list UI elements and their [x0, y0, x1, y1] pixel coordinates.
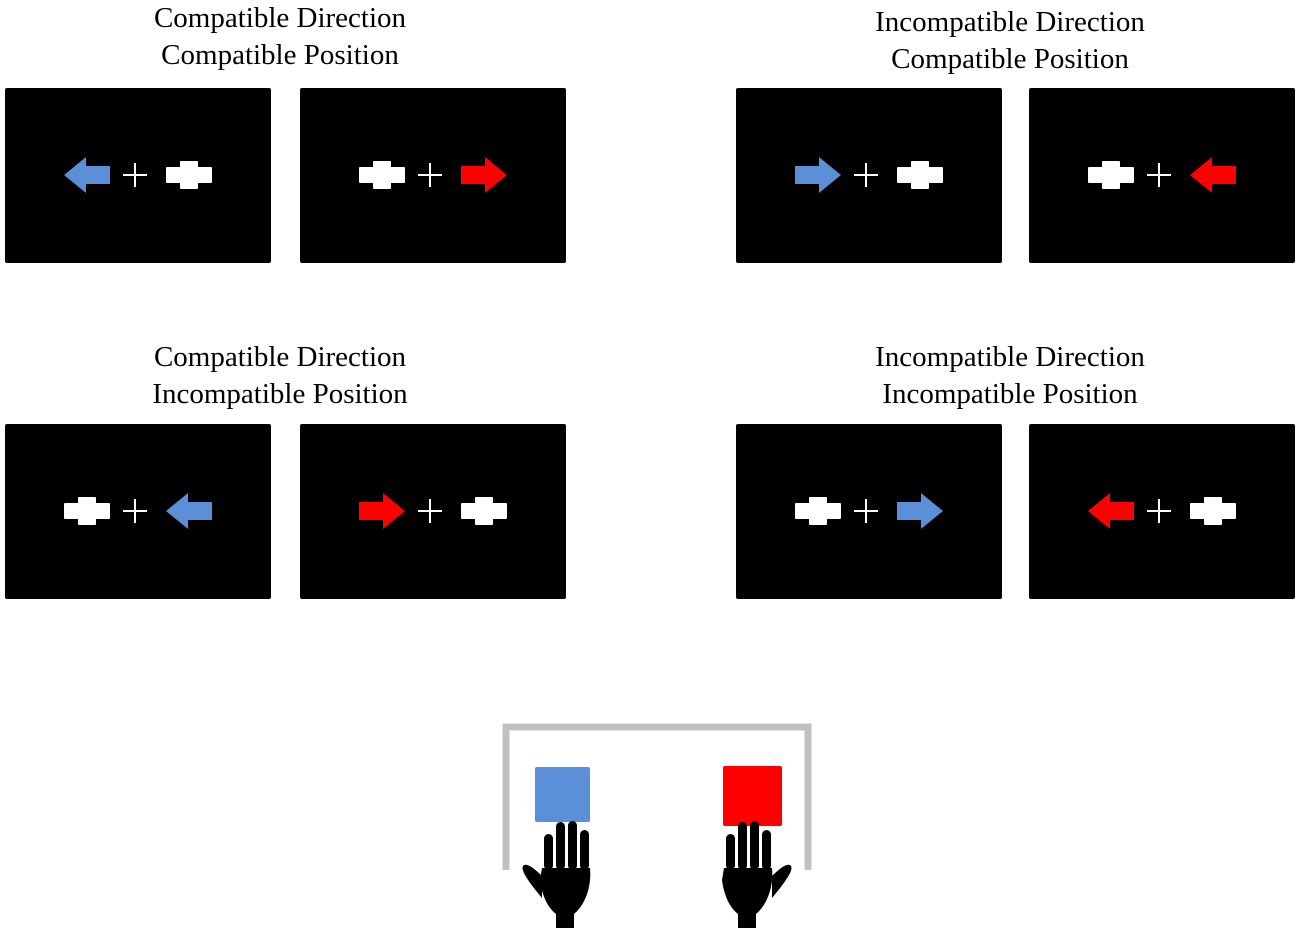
neutral-cross-stimulus [1088, 161, 1134, 189]
response-key-right[interactable] [723, 766, 782, 826]
response-key-left[interactable] [535, 767, 590, 822]
fixation-cross-icon [418, 163, 442, 187]
title-line-position: Incompatible Position [152, 378, 408, 410]
arrow-right-icon [359, 493, 405, 529]
title-line-direction: Incompatible Direction [875, 6, 1145, 38]
fixation-cross-icon [123, 163, 147, 187]
neutral-cross-stimulus [166, 161, 212, 189]
title-line-position: Compatible Position [891, 43, 1129, 75]
title-line-position: Compatible Position [161, 39, 399, 71]
arrow-left-icon [1190, 157, 1236, 193]
title-line-direction: Incompatible Direction [875, 341, 1145, 373]
arrow-right-icon [897, 493, 943, 529]
arrow-left-icon [1088, 493, 1134, 529]
condition-title-id-ip: Incompatible Direction Incompatible Posi… [770, 339, 1250, 413]
stimulus-screen [300, 88, 566, 263]
stimulus-screen [5, 424, 271, 599]
stimulus-screen [1029, 424, 1295, 599]
title-line-direction: Compatible Direction [153, 341, 407, 373]
fixation-cross-icon [123, 499, 147, 523]
neutral-cross-stimulus [795, 497, 841, 525]
condition-title-id-cp: Incompatible Direction Compatible Positi… [770, 4, 1250, 78]
neutral-cross-stimulus [897, 161, 943, 189]
fixation-cross-icon [854, 499, 878, 523]
neutral-cross-stimulus [461, 497, 507, 525]
stimulus-screen [736, 424, 1002, 599]
neutral-cross-stimulus [1190, 497, 1236, 525]
title-line-position: Incompatible Position [882, 378, 1138, 410]
response-box-frame [502, 723, 812, 870]
arrow-right-icon [461, 157, 507, 193]
stimulus-screen [1029, 88, 1295, 263]
stimulus-screen [736, 88, 1002, 263]
title-line-direction: Compatible Direction [153, 2, 407, 34]
right-hand-icon [722, 821, 791, 928]
neutral-cross-stimulus [359, 161, 405, 189]
left-hand-icon [523, 821, 591, 928]
arrow-right-icon [795, 157, 841, 193]
fixation-cross-icon [854, 163, 878, 187]
stimulus-screen [300, 424, 566, 599]
fixation-cross-icon [1147, 499, 1171, 523]
condition-title-cd-cp: Compatible Direction Compatible Position [40, 0, 520, 74]
arrow-left-icon [166, 493, 212, 529]
fixation-cross-icon [418, 499, 442, 523]
arrow-left-icon [64, 157, 110, 193]
stimulus-screen [5, 88, 271, 263]
neutral-cross-stimulus [64, 497, 110, 525]
fixation-cross-icon [1147, 163, 1171, 187]
condition-title-cd-ip: Compatible Direction Incompatible Positi… [40, 339, 520, 413]
